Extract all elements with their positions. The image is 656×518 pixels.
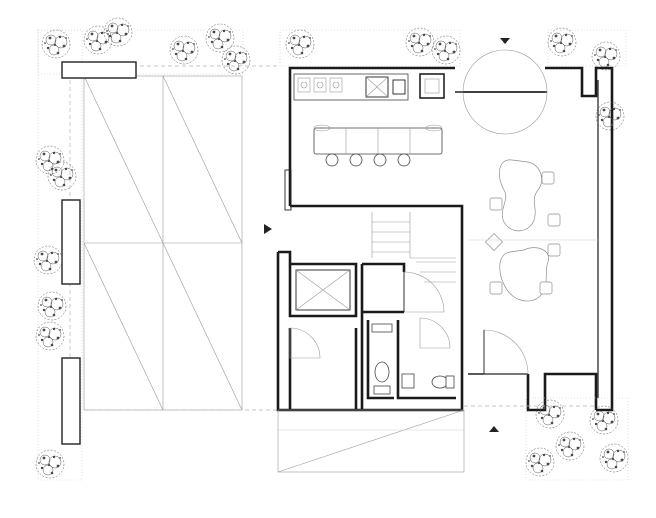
- shrub-icon: [169, 35, 199, 65]
- lounge-chair: [539, 281, 553, 295]
- lounge-sofa-bottom: [499, 247, 549, 302]
- shrub-icon: [103, 17, 133, 47]
- site-wall-left-2: [61, 357, 81, 445]
- elevator-car: [295, 269, 351, 311]
- site-wall-top: [61, 61, 137, 79]
- stove: [365, 76, 389, 98]
- elevator-shaft-wall: [278, 250, 358, 318]
- column-north: [419, 73, 445, 99]
- shrub-icon: [35, 145, 65, 175]
- exterior-wall-south-right: [526, 372, 598, 412]
- planter-strip-top: [37, 29, 244, 75]
- wc-block-walls: [288, 262, 456, 410]
- lounge-chair: [489, 281, 503, 295]
- toilet-bowl: [374, 361, 390, 383]
- bar-stool: [349, 153, 363, 167]
- parking-stall-line: [83, 75, 164, 244]
- door-swing-storage: [403, 271, 445, 313]
- shrub-icon: [205, 23, 235, 53]
- bar-stool: [397, 153, 411, 167]
- shrub-icon: [285, 29, 315, 59]
- lounge-chair: [547, 243, 561, 257]
- exterior-wall-west-kitchen: [288, 66, 455, 206]
- section-arrow-top: [500, 38, 510, 44]
- exterior-wall-north-right: [545, 66, 614, 412]
- kitchen-counter: [293, 73, 409, 101]
- shrub-icon: [591, 41, 621, 71]
- shrub-icon: [525, 447, 555, 477]
- parking-area: [37, 29, 280, 481]
- stair: [371, 212, 456, 283]
- wash-basin: [401, 373, 415, 389]
- shrub-icon: [37, 291, 67, 321]
- side-table: [485, 233, 503, 251]
- shrub-icon: [35, 449, 65, 479]
- lounge-chair: [489, 197, 503, 211]
- shrub-icon: [431, 35, 461, 65]
- shrub-icon: [221, 45, 251, 75]
- site-wall-left-1: [61, 199, 81, 285]
- toilet-tank: [371, 323, 393, 333]
- door-swing-south-entry: [483, 329, 529, 375]
- planter-box-top-right: [547, 29, 627, 67]
- planter-box-bottom-right: [525, 397, 629, 481]
- window-west: [284, 169, 292, 211]
- door-swing-wc: [419, 317, 451, 349]
- parking-stall-line: [162, 242, 243, 411]
- lounge-chair: [547, 213, 561, 227]
- door-swing-closet: [289, 327, 321, 359]
- parking-stall-line: [83, 242, 164, 411]
- shrub-icon: [555, 431, 585, 461]
- shrub-icon: [547, 27, 577, 57]
- shrub-icon: [35, 321, 65, 351]
- building: [276, 29, 627, 473]
- entry-arrow-left: [264, 224, 272, 234]
- paving-south: [277, 409, 465, 473]
- planter-box-top-middle: [279, 29, 461, 67]
- shrub-icon: [47, 161, 77, 191]
- shrub-icon: [595, 101, 625, 131]
- interior-wall-kitchen-south: [290, 204, 464, 332]
- shrub-icon: [405, 27, 435, 57]
- lounge-chair: [541, 171, 555, 185]
- bar-stool: [373, 153, 387, 167]
- shrub-icon: [599, 443, 629, 473]
- lounge-sofa-top: [498, 159, 542, 232]
- section-arrow-bottom: [489, 426, 499, 432]
- parking-stall-line: [162, 75, 243, 244]
- bar-stool: [325, 153, 339, 167]
- shrub-icon: [41, 29, 71, 59]
- shrub-icon: [535, 399, 565, 429]
- sink: [392, 79, 406, 95]
- shrub-icon: [33, 245, 63, 275]
